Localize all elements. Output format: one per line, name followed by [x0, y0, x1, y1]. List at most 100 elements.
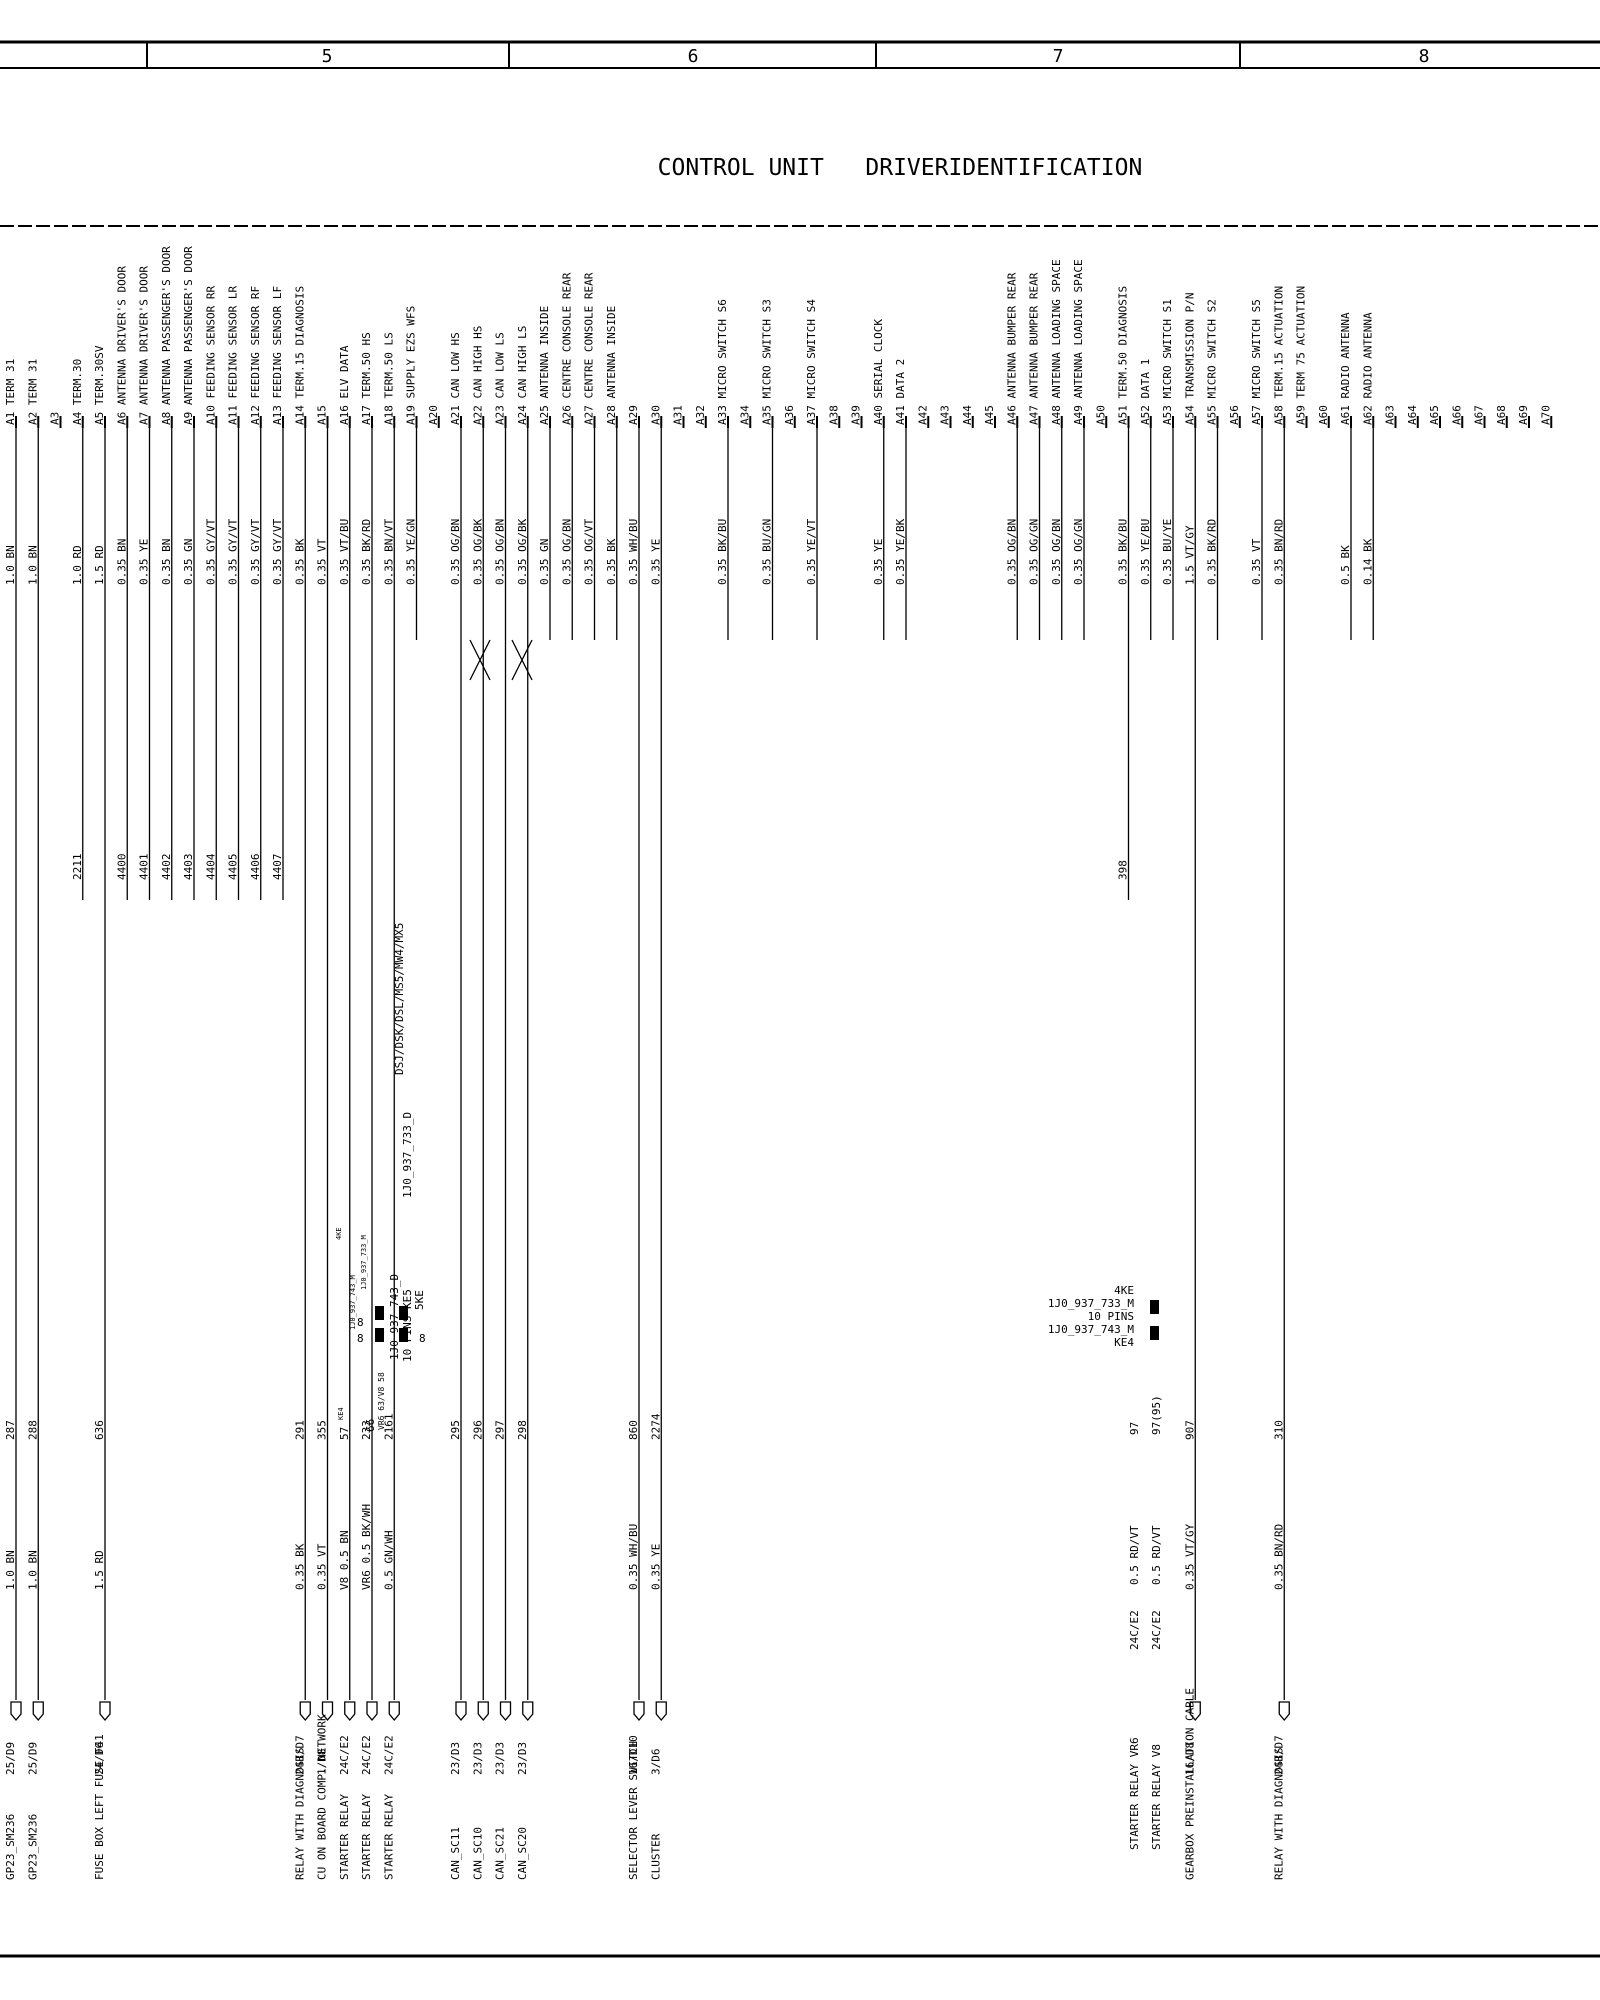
component-label: RELAY WITH DIAGNOSIS — [293, 1748, 306, 1880]
wire-color: 1.0 BN — [4, 545, 17, 585]
pin-label-a69: A69 — [1517, 405, 1530, 425]
pin-label-a31: A31 — [672, 405, 685, 425]
pin-label-a8: A8 ANTENNA PASSENGER'S DOOR — [160, 246, 173, 425]
pin-label-a7: A7 ANTENNA DRIVER'S DOOR — [138, 266, 151, 425]
component-label: GP23_SM236 — [4, 1814, 17, 1880]
wire-color: 0.35 BK — [605, 538, 618, 585]
pin-label-a57: A57 MICRO SWITCH S5 — [1250, 299, 1263, 425]
twisted-pair-markers — [469, 639, 533, 681]
pin-label-a25: A25 ANTENNA INSIDE — [538, 306, 551, 425]
connector-block — [1150, 1300, 1159, 1314]
wire-color: 0.35 BK/BU — [716, 519, 729, 585]
pin-label-a52: A52 DATA 1 — [1139, 359, 1152, 425]
connector-symbol — [655, 1701, 667, 1722]
connector-symbol — [10, 1701, 22, 1722]
pin-label-a29: A29 — [627, 405, 640, 425]
wire-color: 0.35 VT/BU — [338, 519, 351, 585]
column-number-7: 7 — [1053, 46, 1064, 67]
pin-label-a12: A12 FEEDING SENSOR RF — [249, 286, 262, 425]
wire-color: 0.14 BK — [1361, 538, 1374, 585]
wire-color-far: 1.0 BN — [4, 1550, 17, 1590]
wire-color-far: 1.0 BN — [26, 1550, 39, 1590]
component-label: STARTER RELAY — [382, 1794, 395, 1880]
connector-label: KE4 — [337, 1407, 345, 1420]
connector-label: 10 PINS — [1088, 1310, 1134, 1323]
destination-ref: 24C/E2 — [1128, 1610, 1141, 1650]
pin-label-a55: A55 MICRO SWITCH S2 — [1206, 299, 1219, 425]
pin-label-a35: A35 MICRO SWITCH S3 — [761, 299, 774, 425]
wire-color: 0.35 BK — [293, 538, 306, 585]
wire-color: 0.35 YE — [872, 539, 885, 585]
wire-number: 97 — [1128, 1422, 1141, 1435]
destination-ref: 23/D3 — [471, 1742, 484, 1775]
wire-color: 0.35 OG/BK — [516, 518, 529, 585]
destination-ref: 24B/D7 — [1272, 1735, 1285, 1775]
component-label: STARTER RELAY — [338, 1794, 351, 1880]
wire-color: 0.35 YE/GN — [405, 519, 418, 585]
wire-color-far: 0.35 VT/GY — [1183, 1523, 1196, 1590]
wire-number: 291 — [293, 1420, 306, 1440]
connector-symbol — [522, 1701, 534, 1722]
wire-color: 0.35 OG/VT — [583, 518, 596, 585]
pin-label-a64: A64 — [1406, 405, 1419, 425]
title-frame — [0, 40, 1600, 1958]
destination-ref: 24B/D7 — [293, 1735, 306, 1775]
destination-ref: 24C/E2 — [338, 1735, 351, 1775]
pin-label-a10: A10 FEEDING SENSOR RR — [204, 286, 217, 425]
pin-label-a3: A3 — [49, 412, 62, 425]
destination-ref: 23/D3 — [449, 1742, 462, 1775]
pin-label-a14: A14 TERM.15 DIAGNOSIS — [293, 286, 306, 425]
wire-number: 2274 — [649, 1413, 662, 1440]
pin-label-a34: A34 — [738, 405, 751, 425]
wire-color: 0.35 GY/VT — [249, 518, 262, 585]
pin-number: 8 — [419, 1332, 426, 1345]
destination-ref: 24C/E2 — [1150, 1610, 1163, 1650]
wire-color: 0.35 BN/VT — [382, 518, 395, 585]
component-label: CAN_SC10 — [471, 1827, 484, 1880]
connector-symbol — [32, 1701, 44, 1722]
wire-number: 288 — [26, 1420, 39, 1440]
wire-color: 0.35 WH/BU — [627, 519, 640, 585]
pin-label-a22: A22 CAN HIGH HS — [471, 326, 484, 425]
component-label: STARTER RELAY V8 — [1150, 1744, 1163, 1850]
connector-label: 1J0_937_743_M — [349, 1275, 357, 1330]
wire-color: 0.35 OG/BN — [449, 519, 462, 585]
destination-ref: 23/D3 — [516, 1742, 529, 1775]
wire-number: 66 — [364, 1419, 377, 1432]
pin-number: 8 — [357, 1316, 364, 1329]
pin-number: 8 — [357, 1332, 364, 1345]
pin-label-a46: A46 ANTENNA BUMPER REAR — [1005, 272, 1018, 425]
wire-color: 0.35 GN — [538, 539, 551, 585]
connector-block — [399, 1306, 408, 1320]
wire-color: 0.35 BK/BU — [1117, 519, 1130, 585]
wire-number: 233 — [360, 1420, 373, 1440]
wire-color-far: VR6 0.5 BK/WH — [360, 1504, 373, 1590]
pin-label-a37: A37 MICRO SWITCH S4 — [805, 299, 818, 425]
wire-color: 0.35 GY/VT — [227, 518, 240, 585]
pin-label-a30: A30 — [649, 405, 662, 425]
wire-number: 287 — [4, 1420, 17, 1440]
pin-label-a51: A51 TERM.50 DIAGNOSIS — [1117, 286, 1130, 425]
pin-label-a21: A21 CAN LOW HS — [449, 332, 462, 425]
pin-label-a41: A41 DATA 2 — [894, 359, 907, 425]
wire-color: 1.5 VT/GY — [1183, 525, 1196, 585]
component-label: SELECTOR LEVER SWITCH — [627, 1741, 640, 1880]
wire-color: 0.35 YE/BU — [1139, 519, 1152, 585]
wire-color: 0.35 OG/BN — [1005, 519, 1018, 585]
pin-label-a1: A1 TERM 31 — [4, 359, 17, 425]
destination-ref: 24C/E2 — [382, 1735, 395, 1775]
connector-symbol — [633, 1701, 645, 1722]
component-label: CLUSTER — [649, 1833, 662, 1880]
destination-ref: 25/D9 — [26, 1742, 39, 1775]
connector-block — [1150, 1326, 1159, 1340]
wire-color: 0.35 BN — [115, 539, 128, 585]
harness-note: DSJ/DSK/DSL/MS5/MW4/MX5 — [393, 923, 406, 1075]
pins-layer: A1 TERM 31 1.0 BN 287 1.0 BN 25/D9GP23_SM236… — [4, 246, 1553, 1880]
wire-color-far: V8 0.5 BN — [338, 1530, 351, 1590]
pin-label-a20: A20 — [427, 405, 440, 425]
connector-symbol — [321, 1701, 334, 1722]
column-number-5: 5 — [322, 46, 333, 67]
pin-label-a18: A18 TERM.50 LS — [382, 332, 395, 425]
pin-label-a58: A58 TERM.15 ACTUATION — [1272, 286, 1285, 425]
destination-ref: 3/D6 — [649, 1749, 662, 1776]
